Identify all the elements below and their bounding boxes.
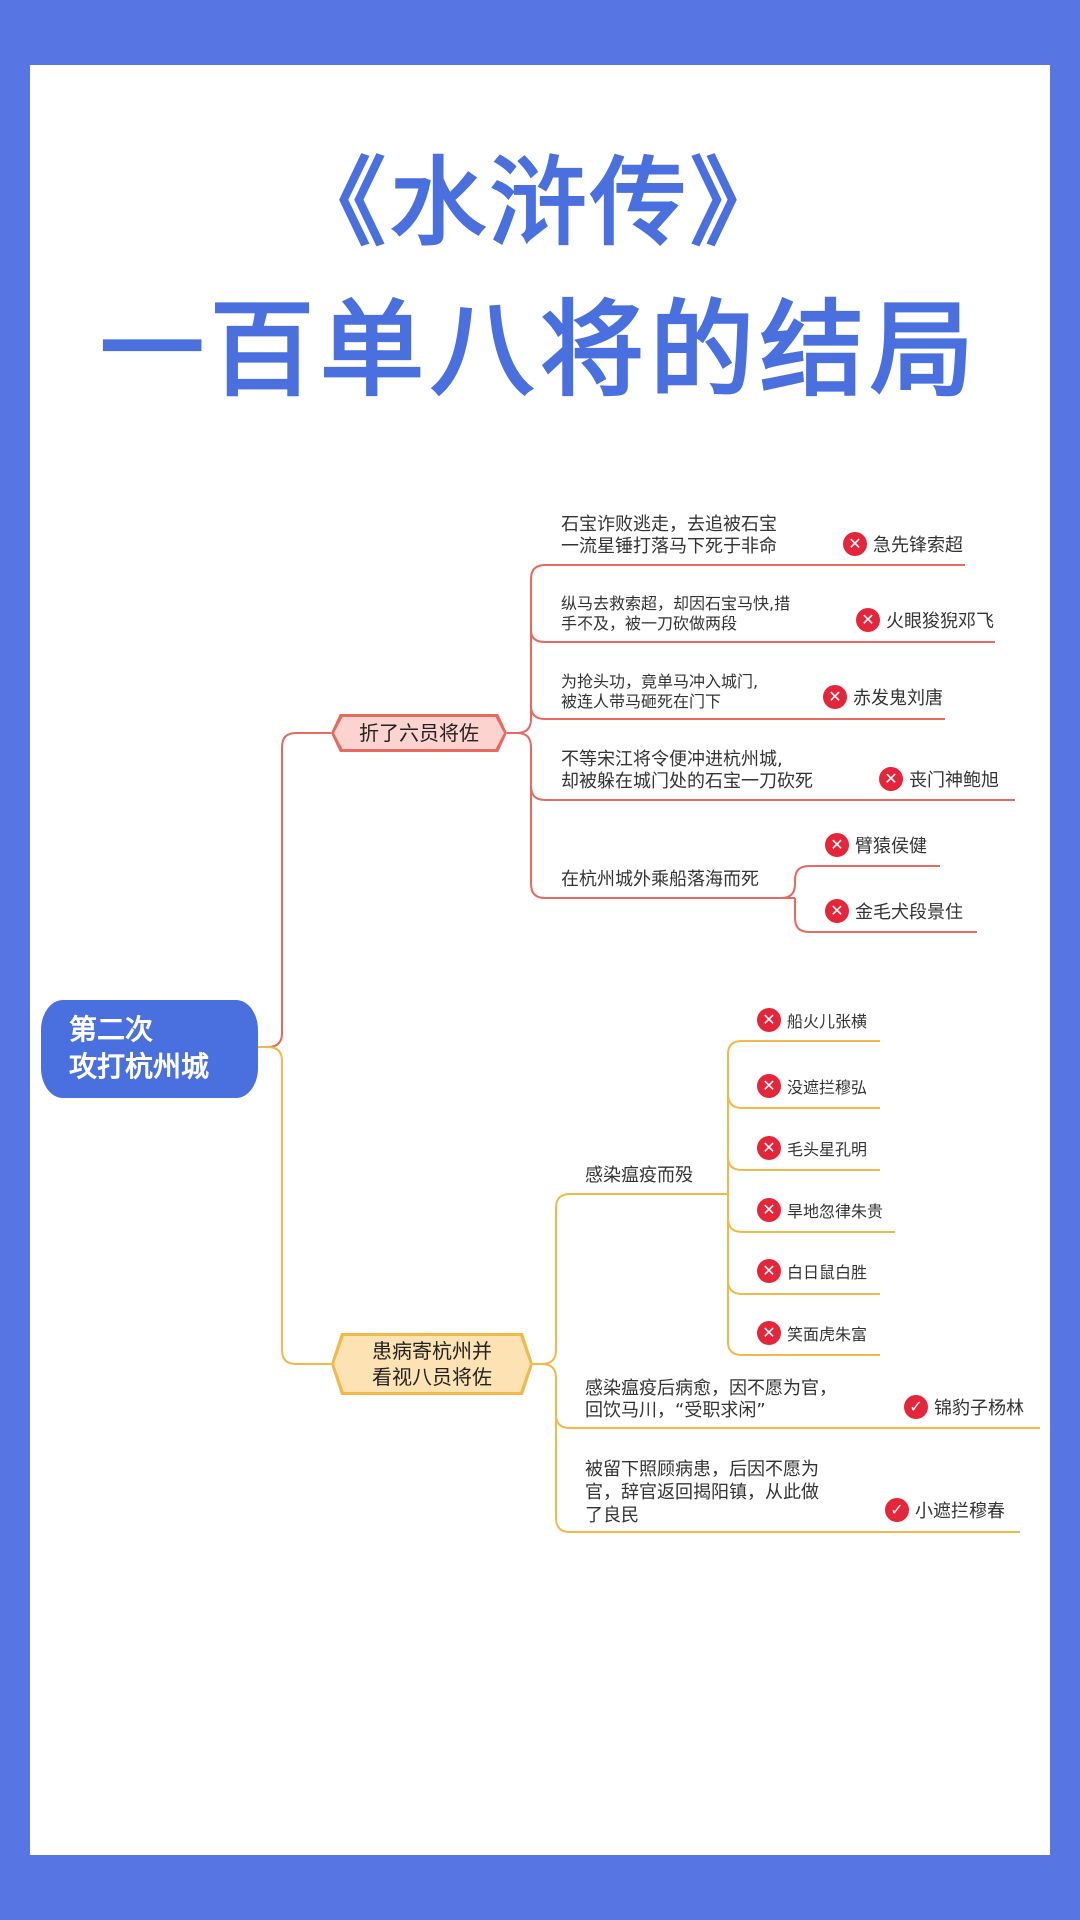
desc-line: 不等宋江将令便冲进杭州城, xyxy=(561,749,783,770)
connector-yellow-sub xyxy=(727,1040,895,1356)
cross-icon: ✕ xyxy=(825,899,849,923)
title-line-1: 《水浒传》 xyxy=(290,147,790,259)
leaf-baoxu[interactable]: ✕ 丧门神鲍旭 xyxy=(879,766,999,792)
cross-icon: ✕ xyxy=(823,685,847,709)
branch-label-line-2: 看视八员将佐 xyxy=(372,1365,492,1389)
leaf-name: 没遮拦穆弘 xyxy=(787,1078,868,1097)
leaf-muhong[interactable]: ✕ 没遮拦穆弘 xyxy=(757,1074,867,1098)
leaf-name: 急先锋索超 xyxy=(873,535,963,556)
connector-yellow-spine xyxy=(533,1193,728,1365)
leaf-dengfei[interactable]: ✕ 火眼狻猊邓飞 xyxy=(856,607,994,633)
leaf-houjian[interactable]: ✕ 臂猿侯健 xyxy=(825,832,927,858)
connector-yellow-3 xyxy=(555,1415,1020,1533)
cross-icon: ✕ xyxy=(856,608,880,632)
desc-plague: 感染瘟疫而殁 xyxy=(585,1165,693,1187)
desc-line: 手不及，被一刀砍做两段 xyxy=(561,614,738,633)
connector-root-red xyxy=(258,732,331,1048)
connector-red-spine xyxy=(507,564,965,734)
check-icon: ✓ xyxy=(904,1395,928,1419)
connector-root-yellow xyxy=(258,1046,331,1365)
check-icon: ✓ xyxy=(885,1498,909,1522)
leaf-name: 小遮拦穆春 xyxy=(915,1501,1005,1522)
cross-icon: ✕ xyxy=(757,1321,781,1345)
connector-red-2 xyxy=(530,629,995,643)
leaf-name: 金毛犬段景住 xyxy=(855,902,963,923)
cross-icon: ✕ xyxy=(757,1259,781,1283)
cross-icon: ✕ xyxy=(757,1008,781,1032)
leaf-name: 臂猿侯健 xyxy=(855,836,927,857)
leaf-name: 笑面虎朱富 xyxy=(787,1325,868,1344)
leaf-zhangheng[interactable]: ✕ 船火儿张横 xyxy=(757,1008,867,1032)
leaf-name: 丧门神鲍旭 xyxy=(909,770,999,791)
desc-line: 感染瘟疫而殁 xyxy=(585,1165,693,1186)
desc-line: 回饮马川，“受职求闲” xyxy=(585,1400,766,1421)
connector-red-3 xyxy=(530,705,945,720)
desc-yanglin: 感染瘟疫后病愈，因不愿为官， 回饮马川，“受职求闲” xyxy=(585,1378,837,1422)
branch-node-sick-hangzhou[interactable]: 患病寄杭州并 看视八员将佐 xyxy=(331,1333,533,1395)
desc-suochao: 石宝诈败逃走，去追被石宝 一流星锤打落马下死于非命 xyxy=(561,514,777,558)
desc-line: 在杭州城外乘船落海而死 xyxy=(561,869,759,890)
desc-line: 纵马去救索超，却因石宝马快,措 xyxy=(561,594,791,613)
desc-line: 一流星锤打落马下死于非命 xyxy=(561,536,777,557)
cross-icon: ✕ xyxy=(757,1074,781,1098)
content-card xyxy=(30,65,1050,1855)
leaf-zhugui[interactable]: ✕ 旱地忽律朱贵 xyxy=(757,1198,883,1222)
desc-muchun: 被留下照顾病患，后因不愿为 官，辞官返回揭阳镇，从此做 了良民 xyxy=(585,1458,819,1527)
desc-line: 却被躲在城门处的石宝一刀砍死 xyxy=(561,771,813,792)
leaf-name: 赤发鬼刘唐 xyxy=(853,688,943,709)
root-node[interactable]: 第二次 攻打杭州城 xyxy=(41,1000,258,1098)
leaf-name: 白日鼠白胜 xyxy=(787,1263,868,1282)
desc-line: 感染瘟疫后病愈，因不愿为官， xyxy=(585,1378,837,1399)
leaf-name: 旱地忽律朱贵 xyxy=(787,1202,884,1221)
leaf-zhufu[interactable]: ✕ 笑面虎朱富 xyxy=(757,1321,867,1345)
desc-line: 了良民 xyxy=(585,1505,639,1526)
cross-icon: ✕ xyxy=(825,833,849,857)
desc-line: 被留下照顾病患，后因不愿为 xyxy=(585,1459,819,1480)
root-label-line-2: 攻打杭州城 xyxy=(69,1050,210,1083)
branch-node-casualties[interactable]: 折了六员将佐 xyxy=(331,714,507,752)
leaf-duanjingzhu[interactable]: ✕ 金毛犬段景住 xyxy=(825,898,963,924)
leaf-muchun[interactable]: ✓ 小遮拦穆春 xyxy=(885,1497,1005,1523)
desc-liutang: 为抢头功，竟单马冲入城门, 被连人带马砸死在门下 xyxy=(561,672,758,712)
leaf-name: 毛头星孔明 xyxy=(787,1140,868,1159)
leaf-kongming[interactable]: ✕ 毛头星孔明 xyxy=(757,1136,867,1160)
desc-sea: 在杭州城外乘船落海而死 xyxy=(561,869,759,891)
title-line-2: 一百单八将的结局 xyxy=(99,289,980,411)
desc-line: 官，辞官返回揭阳镇，从此做 xyxy=(585,1482,819,1503)
leaf-name: 锦豹子杨林 xyxy=(934,1398,1024,1419)
leaf-suochao[interactable]: ✕ 急先锋索超 xyxy=(843,531,963,557)
leaf-liutang[interactable]: ✕ 赤发鬼刘唐 xyxy=(823,684,943,710)
cross-icon: ✕ xyxy=(757,1198,781,1222)
desc-dengfei: 纵马去救索超，却因石宝马快,措 手不及，被一刀砍做两段 xyxy=(561,594,790,634)
leaf-baisheng[interactable]: ✕ 白日鼠白胜 xyxy=(757,1259,867,1283)
cross-icon: ✕ xyxy=(879,767,903,791)
connector-red-5-sub xyxy=(780,865,977,933)
leaf-name: 船火儿张横 xyxy=(787,1012,868,1031)
desc-baoxu: 不等宋江将令便冲进杭州城, 却被躲在城门处的石宝一刀砍死 xyxy=(561,749,813,793)
desc-line: 为抢头功，竟单马冲入城门, xyxy=(561,672,759,691)
leaf-name: 火眼狻猊邓飞 xyxy=(886,611,994,632)
branch-label-line-1: 患病寄杭州并 xyxy=(372,1339,492,1363)
branch-label: 折了六员将佐 xyxy=(359,721,479,745)
cross-icon: ✕ xyxy=(843,532,867,556)
root-label-line-1: 第二次 xyxy=(69,1013,154,1046)
connector-red-5 xyxy=(530,786,795,899)
desc-line: 石宝诈败逃走，去追被石宝 xyxy=(561,514,777,535)
desc-line: 被连人带马砸死在门下 xyxy=(561,692,722,711)
leaf-yanglin[interactable]: ✓ 锦豹子杨林 xyxy=(904,1394,1024,1420)
cross-icon: ✕ xyxy=(757,1136,781,1160)
